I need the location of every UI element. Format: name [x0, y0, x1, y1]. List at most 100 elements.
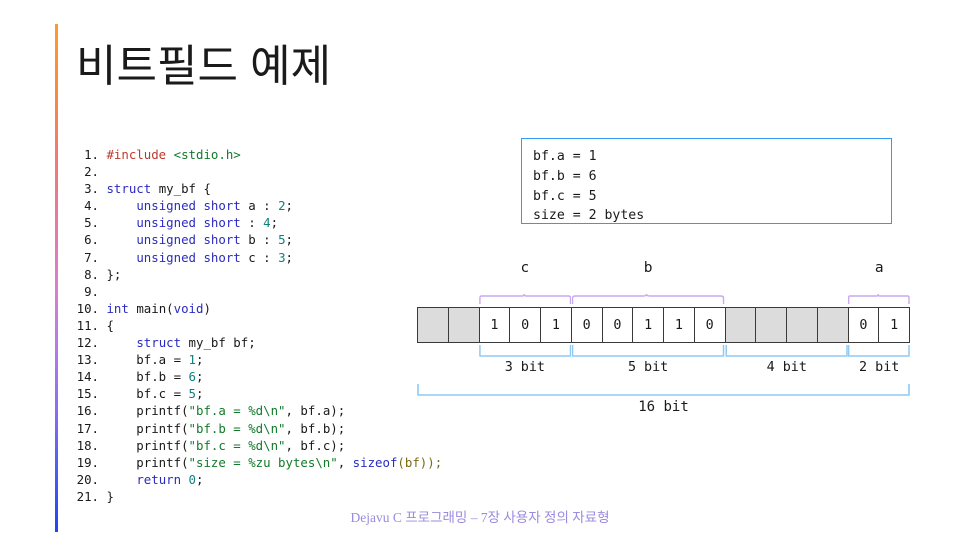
code-line-number: 8. — [84, 266, 99, 282]
code-line-number: 10. — [76, 300, 99, 316]
code-line: 21. } — [73, 488, 442, 505]
code-line-number: 14. — [76, 369, 99, 385]
code-token — [106, 215, 136, 230]
accent-gradient-bar — [55, 24, 58, 532]
code-token — [106, 198, 136, 213]
code-token: b : — [240, 232, 279, 248]
code-token: ; — [285, 249, 293, 265]
code-line: 13. bf.a = 1; — [73, 351, 442, 368]
bit-cell: 0 — [510, 308, 541, 342]
code-line: 7. unsigned short c : 3; — [73, 249, 442, 266]
code-token: bf.b = — [106, 369, 189, 385]
field-name-label: c — [520, 260, 530, 276]
code-line: 8. }; — [73, 266, 442, 283]
code-token: <stdio.h> — [173, 147, 241, 162]
code-token: ; — [270, 215, 279, 231]
code-line: 11. { — [73, 317, 442, 334]
code-token: printf( — [106, 454, 189, 470]
code-token: bf.a = — [106, 352, 189, 368]
code-line: 1. #include <stdio.h> — [73, 146, 442, 163]
code-token: 3 — [278, 249, 286, 265]
code-token: bf.c = — [106, 386, 189, 402]
size-label: 3 bit — [504, 360, 545, 375]
code-token: unsigned short — [136, 198, 241, 214]
size-bracket — [725, 345, 848, 358]
size-label: 4 bit — [766, 360, 807, 375]
code-token: "bf.a = %d\n" — [188, 403, 286, 419]
code-token: main( — [128, 300, 174, 316]
size-label: 2 bit — [859, 360, 900, 375]
code-token: unsigned short — [136, 232, 241, 248]
code-line-number: 11. — [76, 317, 99, 333]
code-token — [106, 250, 136, 265]
bit-cell: 1 — [479, 308, 511, 342]
bit-cell-padding — [787, 308, 818, 342]
code-token: unsigned short — [136, 249, 241, 265]
code-line: 10. int main(void) — [73, 300, 442, 317]
total-bits-label: 16 bit — [638, 399, 689, 415]
bit-cell: 0 — [571, 308, 603, 342]
program-output-text: bf.a = 1 bf.b = 6 bf.c = 5 size = 2 byte… — [533, 149, 645, 224]
code-listing: 1. #include <stdio.h>2. 3. struct my_bf … — [73, 146, 443, 505]
code-line-number: 4. — [84, 198, 99, 214]
bit-cell: 1 — [633, 308, 664, 342]
code-token: my_bf { — [151, 181, 211, 197]
code-token: my_bf bf; — [181, 335, 256, 351]
code-line-number: 9. — [84, 283, 99, 299]
code-line-number: 3. — [84, 181, 99, 197]
code-token: 2 — [278, 198, 286, 214]
code-token: 1 — [188, 352, 196, 368]
code-token: { — [106, 317, 114, 333]
code-line: 12. struct my_bf bf; — [73, 334, 442, 351]
code-line-number: 7. — [84, 249, 99, 265]
code-line-number: 15. — [76, 386, 99, 402]
code-token: c : — [240, 249, 279, 265]
code-line: 20. return 0; — [73, 471, 442, 488]
code-token: a : — [240, 198, 279, 214]
field-name-label: a — [874, 260, 884, 276]
code-line: 3. struct my_bf { — [73, 180, 442, 197]
size-bracket — [848, 345, 910, 358]
code-token: return — [136, 471, 182, 487]
bit-cell: 1 — [879, 308, 909, 342]
size-bracket — [479, 345, 571, 358]
code-line-number: 19. — [76, 454, 99, 470]
code-token: printf( — [106, 403, 189, 419]
bit-cell-padding — [817, 308, 849, 342]
code-token: (bf)); — [397, 454, 443, 470]
code-line: 18. printf("bf.c = %d\n", bf.c); — [73, 437, 442, 454]
code-line-number: 5. — [84, 215, 99, 231]
code-token: , bf.a); — [285, 403, 346, 419]
code-token: "size = %zu bytes\n" — [188, 454, 338, 470]
code-token: printf( — [106, 420, 189, 436]
code-line-number: 16. — [76, 403, 99, 419]
code-token — [106, 335, 136, 350]
code-line: 4. unsigned short a : 2; — [73, 197, 442, 214]
code-token: "bf.b = %d\n" — [188, 420, 286, 436]
code-token: "bf.c = %d\n" — [188, 437, 286, 453]
code-token: ; — [196, 471, 204, 487]
code-token: , — [337, 454, 353, 470]
code-token — [181, 472, 188, 487]
code-token: struct — [106, 181, 152, 197]
code-token: void — [173, 300, 204, 316]
bit-cell: 0 — [848, 308, 880, 342]
bit-cell-padding — [725, 308, 757, 342]
code-line: 17. printf("bf.b = %d\n", bf.b); — [73, 420, 442, 437]
code-token: sizeof — [352, 454, 398, 470]
code-token: : — [240, 215, 264, 231]
code-line: 19. printf("size = %zu bytes\n", sizeof(… — [73, 454, 443, 471]
code-line: 2. — [73, 163, 442, 180]
code-line: 14. bf.b = 6; — [73, 368, 442, 385]
code-token: ; — [285, 198, 293, 214]
size-label: 5 bit — [627, 360, 669, 375]
code-token: 6 — [188, 369, 196, 385]
total-width-bracket — [417, 384, 910, 397]
field-name-label: b — [643, 260, 653, 276]
code-token: 5 — [278, 232, 286, 248]
code-line-number: 1. — [84, 147, 99, 162]
code-token: ; — [285, 232, 293, 248]
code-token: ; — [196, 386, 204, 402]
